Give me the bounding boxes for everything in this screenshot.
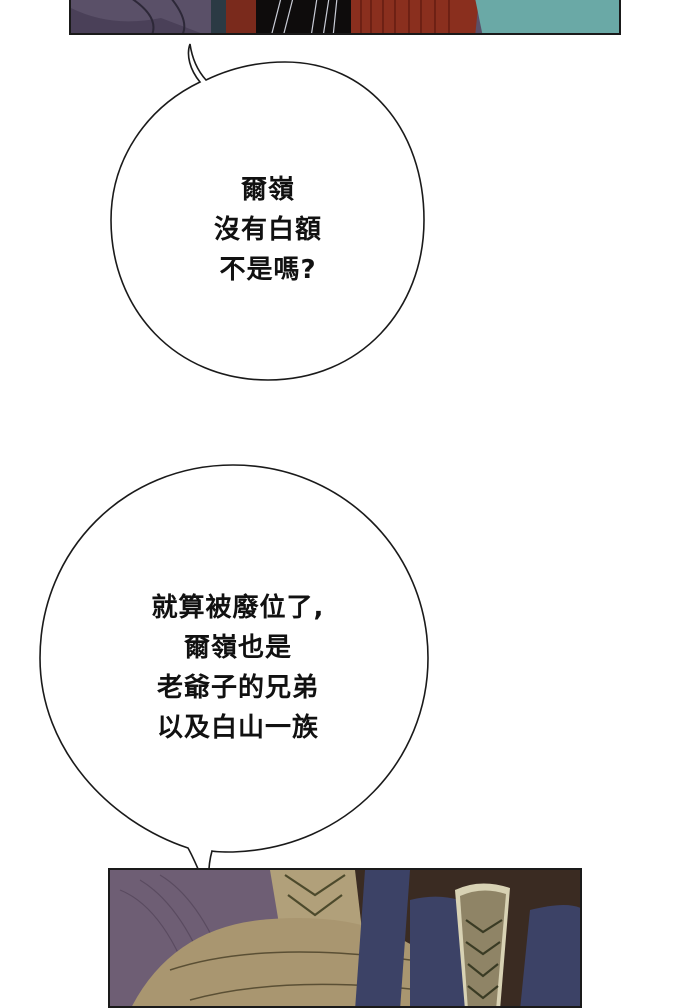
bubble-1-line-2: 沒有白額 bbox=[213, 215, 322, 245]
top-panel-artwork bbox=[71, 0, 619, 33]
bottom-art-panel bbox=[108, 868, 582, 1008]
bubble-1-line-3: 不是嗎? bbox=[219, 255, 317, 285]
bubble-1-line-1: 爾嶺 bbox=[240, 175, 295, 205]
speech-bubble-2-text: 就算被廢位了, 爾嶺也是 老爺子的兄弟 以及白山一族 bbox=[88, 588, 388, 748]
bubble-2-line-1: 就算被廢位了, bbox=[151, 593, 325, 623]
bottom-panel-artwork bbox=[110, 870, 580, 1006]
bubble-2-line-2: 爾嶺也是 bbox=[183, 633, 292, 663]
bubble-2-line-4: 以及白山一族 bbox=[156, 713, 319, 743]
bubble-2-line-3: 老爺子的兄弟 bbox=[156, 673, 319, 703]
speech-bubble-1-text: 爾嶺 沒有白額 不是嗎? bbox=[168, 170, 368, 290]
top-art-panel bbox=[69, 0, 621, 35]
